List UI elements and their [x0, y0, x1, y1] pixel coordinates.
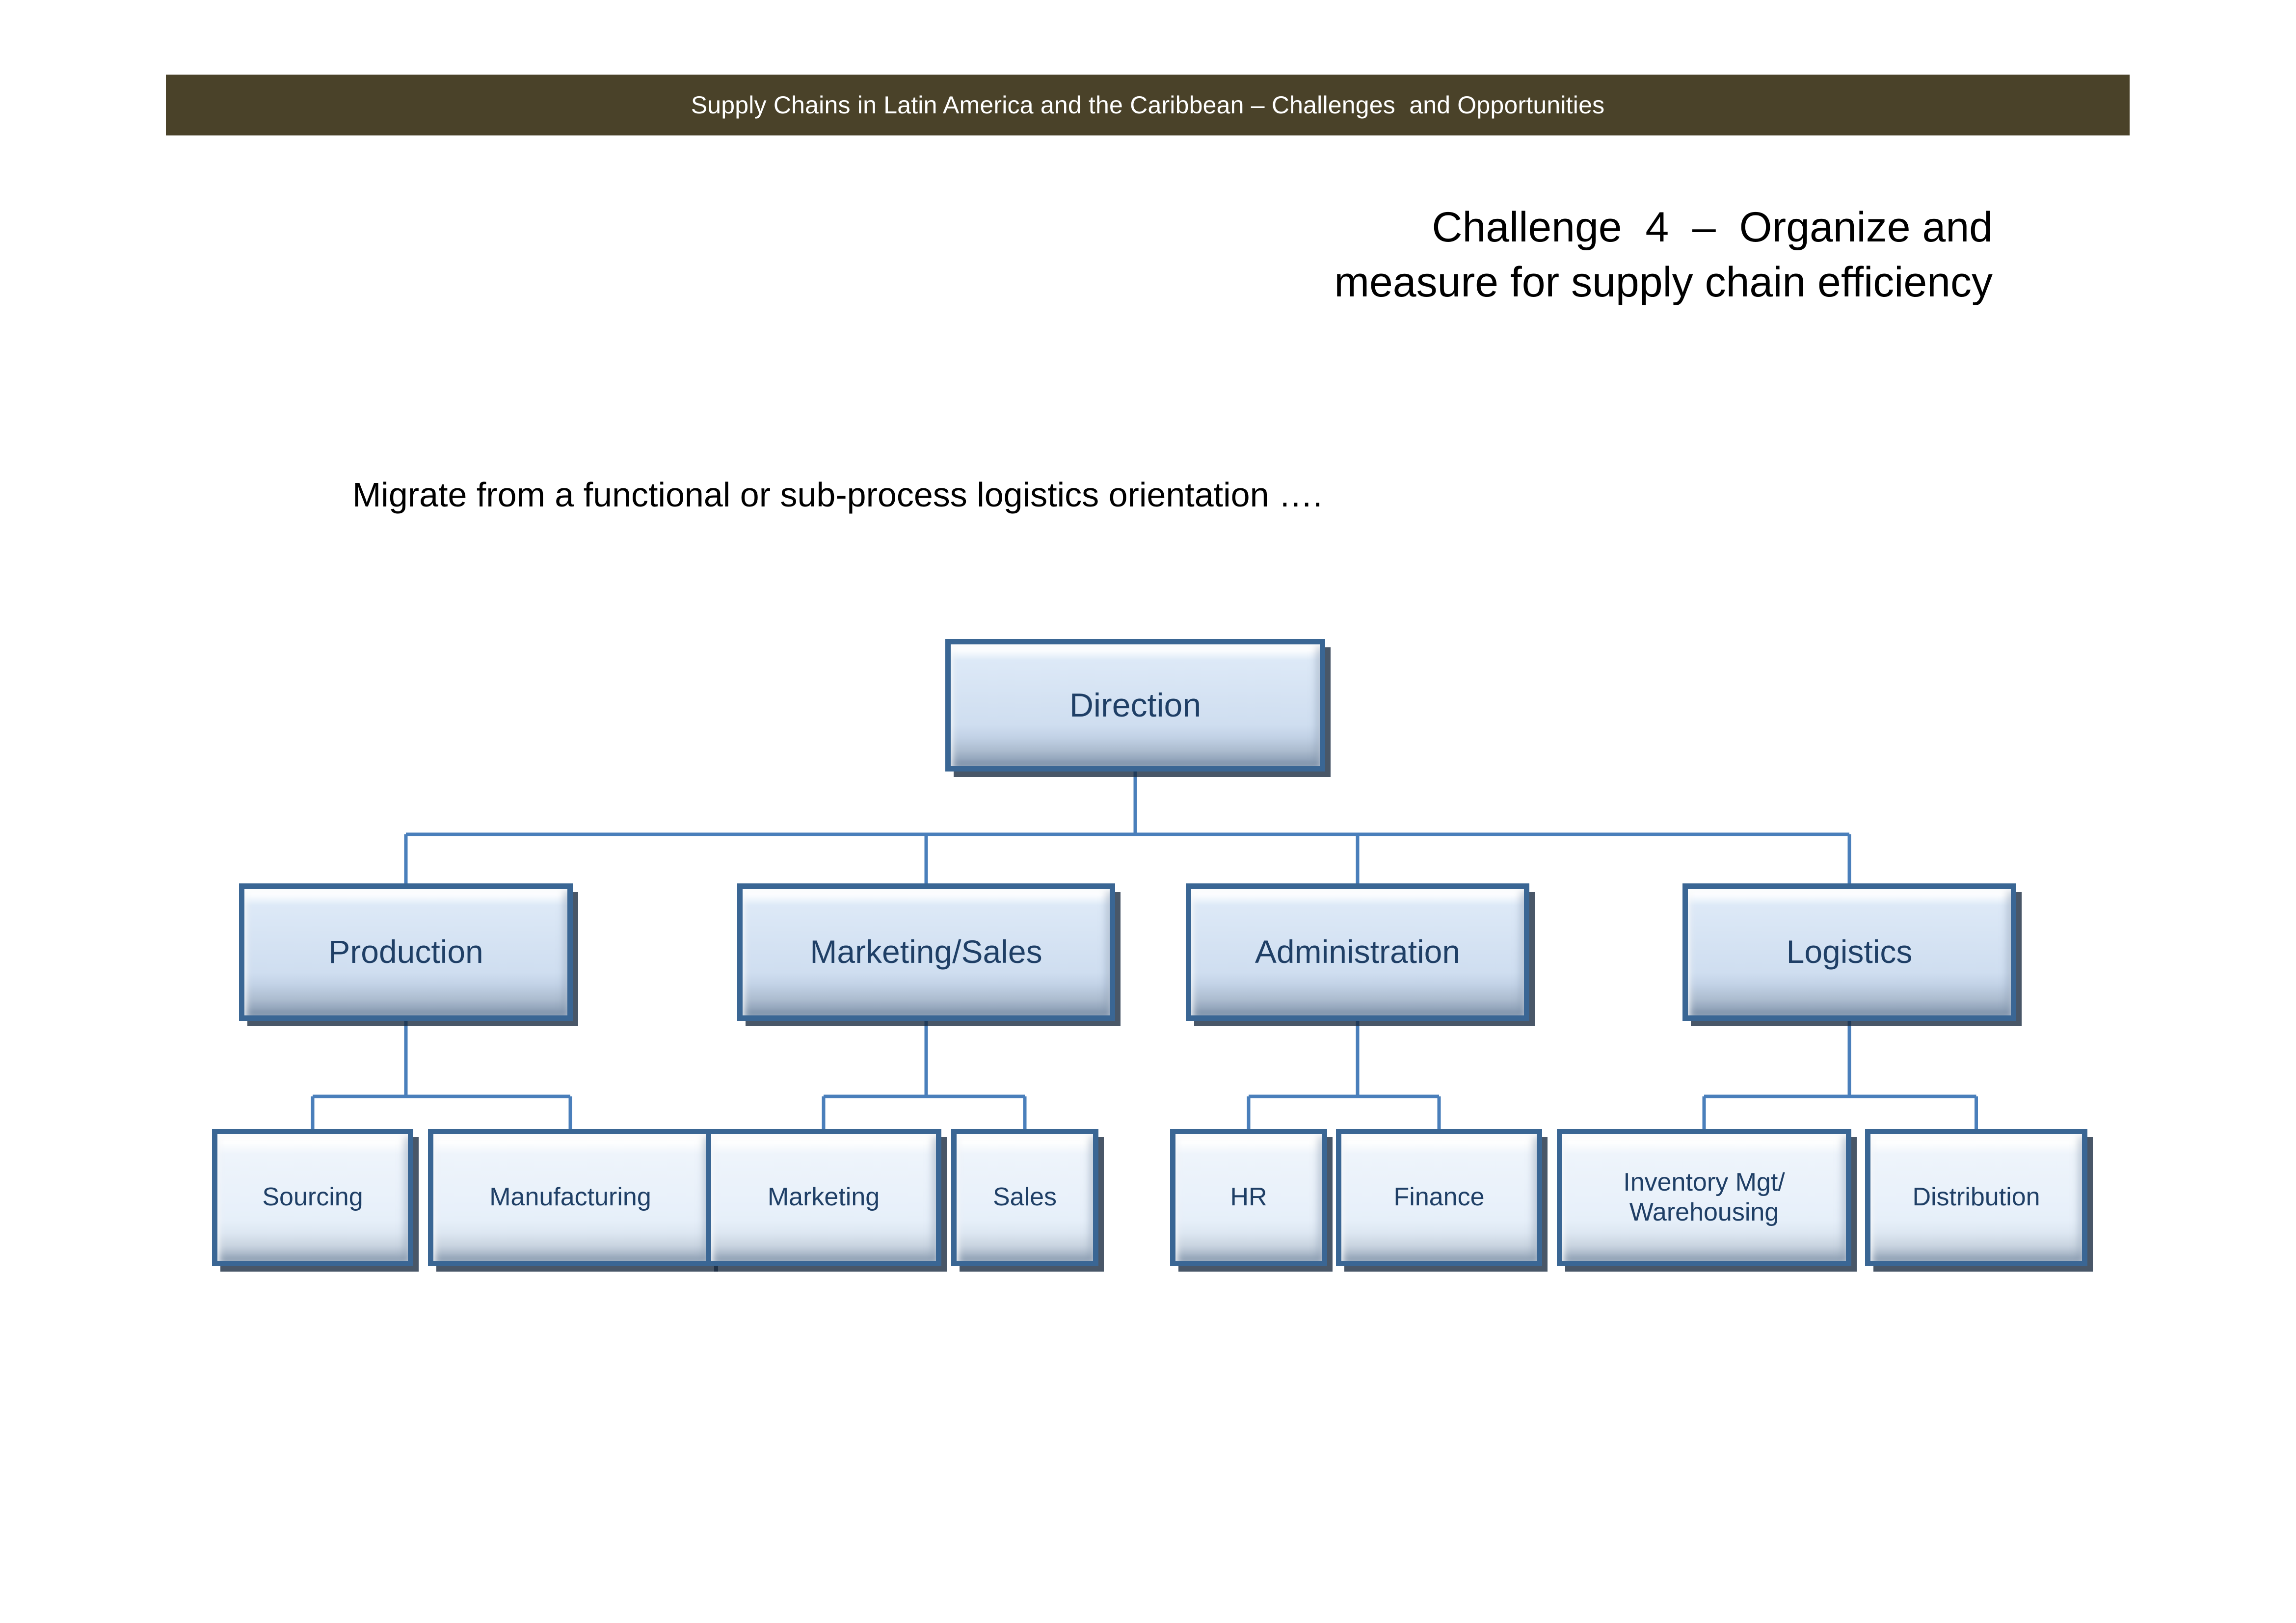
org-node-sales[interactable]: Sales — [951, 1129, 1098, 1266]
org-node-marketing[interactable]: Marketing — [706, 1129, 941, 1266]
org-node-label-sourcing: Sourcing — [262, 1183, 363, 1212]
org-node-label-production: Production — [328, 933, 483, 970]
org-node-manufacturing[interactable]: Manufacturing — [428, 1129, 713, 1266]
org-node-inventory_wh[interactable]: Inventory Mgt/ Warehousing — [1557, 1129, 1851, 1266]
org-node-label-manufacturing: Manufacturing — [489, 1183, 651, 1212]
page-title-line-2: measure for supply chain efficiency — [1334, 258, 1993, 306]
org-node-label-hr: HR — [1230, 1183, 1267, 1212]
org-node-label-distribution: Distribution — [1912, 1183, 2040, 1212]
org-node-marketing_sales[interactable]: Marketing/Sales — [737, 883, 1115, 1021]
org-node-label-marketing_sales: Marketing/Sales — [810, 933, 1042, 970]
org-node-label-inventory_wh: Inventory Mgt/ Warehousing — [1623, 1168, 1785, 1226]
org-node-logistics[interactable]: Logistics — [1682, 883, 2016, 1021]
org-node-direction[interactable]: Direction — [945, 639, 1325, 772]
org-node-label-administration: Administration — [1255, 933, 1461, 970]
header-banner-text: Supply Chains in Latin America and the C… — [691, 91, 1605, 119]
subheading-text: Migrate from a functional or sub-process… — [352, 476, 1323, 514]
org-node-hr[interactable]: HR — [1170, 1129, 1327, 1266]
org-node-sourcing[interactable]: Sourcing — [212, 1129, 413, 1266]
org-node-label-sales: Sales — [992, 1183, 1057, 1212]
org-node-administration[interactable]: Administration — [1186, 883, 1529, 1021]
org-node-label-logistics: Logistics — [1786, 933, 1913, 970]
page-title-line-1: Challenge 4 – Organize and — [1432, 204, 1993, 251]
page-title: Challenge 4 – Organize and measure for s… — [785, 200, 1993, 310]
org-node-label-marketing: Marketing — [767, 1183, 880, 1212]
org-node-label-direction: Direction — [1069, 686, 1201, 724]
org-node-finance[interactable]: Finance — [1336, 1129, 1542, 1266]
header-banner: Supply Chains in Latin America and the C… — [166, 75, 2130, 135]
org-node-distribution[interactable]: Distribution — [1865, 1129, 2087, 1266]
org-node-label-finance: Finance — [1393, 1183, 1485, 1212]
org-node-production[interactable]: Production — [239, 883, 573, 1021]
